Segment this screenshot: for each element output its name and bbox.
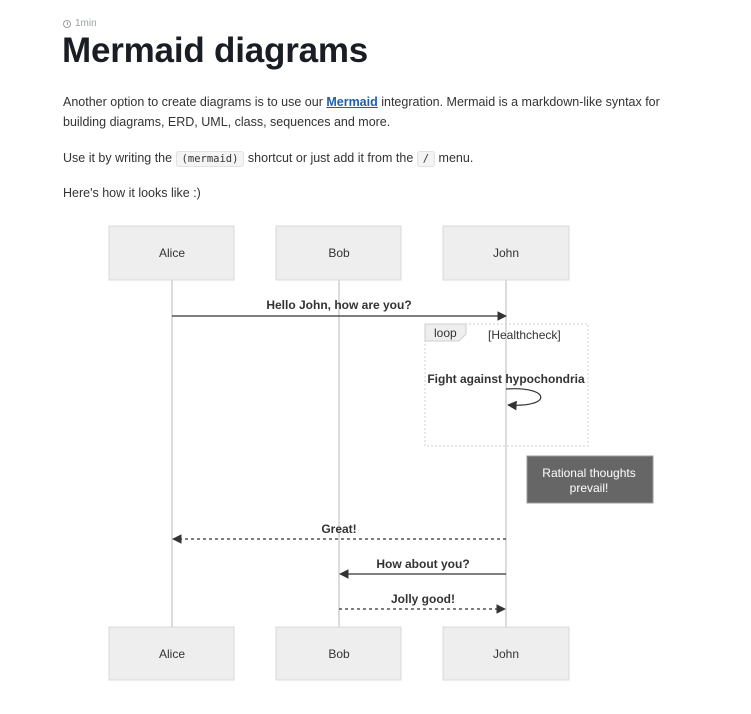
message-label: Great! (321, 522, 356, 536)
message-label: How about you? (376, 557, 469, 571)
usage-text-3: menu. (435, 151, 474, 165)
page-title: Mermaid diagrams (62, 31, 369, 70)
actor-bottom-john: John (442, 626, 570, 681)
loop-label: loop (434, 326, 457, 340)
actor-bottom-bob: Bob (275, 626, 402, 681)
read-time-label: 1min (75, 18, 97, 29)
slash-menu-code: / (416, 151, 436, 167)
message-label: Fight against hypochondria (427, 372, 585, 386)
actor-top-john: John (442, 225, 570, 281)
loop-block: loop [Healthcheck] (424, 323, 589, 447)
mermaid-shortcut-code: (mermaid) (175, 151, 245, 167)
actor-label: John (493, 246, 519, 260)
usage-text-2: shortcut or just add it from the (244, 151, 417, 165)
actor-bottom-alice: Alice (108, 626, 235, 681)
actor-label: Alice (159, 647, 185, 661)
message-label: Hello John, how are you? (266, 298, 411, 312)
note: Rational thoughts prevail! (526, 455, 654, 504)
loop-condition: [Healthcheck] (488, 328, 561, 342)
actor-label: Bob (328, 647, 350, 661)
read-time: 1min (63, 18, 97, 29)
actor-label: Alice (159, 246, 185, 260)
actor-label: Bob (328, 246, 350, 260)
intro-text-1: Another option to create diagrams is to … (63, 95, 327, 109)
mermaid-link[interactable]: Mermaid (326, 95, 378, 109)
intro-text-2: integration. Mermaid is a markdown-like … (63, 95, 660, 129)
actor-top-bob: Bob (275, 225, 402, 281)
note-line-2: prevail! (570, 481, 609, 495)
howto-paragraph: Here's how it looks like :) (63, 186, 201, 200)
message-label: Jolly good! (391, 592, 455, 606)
usage-text-1: Use it by writing the (63, 151, 176, 165)
usage-paragraph: Use it by writing the (mermaid) shortcut… (63, 148, 693, 169)
actor-label: John (493, 647, 519, 661)
note-line-1: Rational thoughts (542, 466, 635, 480)
intro-paragraph: Another option to create diagrams is to … (63, 92, 693, 132)
clock-icon (63, 19, 71, 28)
self-message-arrow (505, 388, 542, 411)
actor-top-alice: Alice (108, 225, 235, 281)
